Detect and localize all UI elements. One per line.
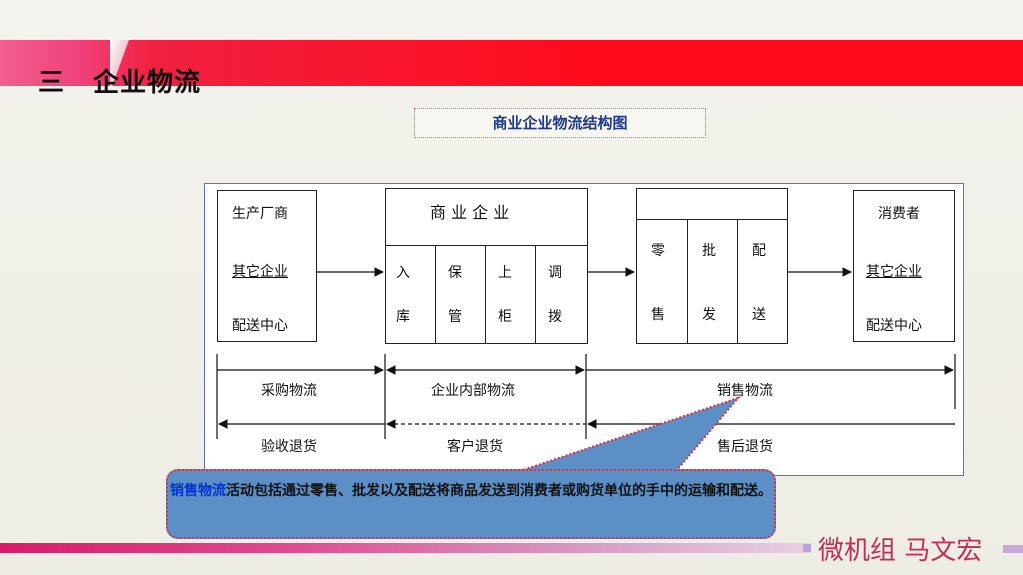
step-allocation: 调 拨 [535,246,588,344]
flow-internal-label: 企业内部物流 [431,383,515,399]
title-bar-notch [110,40,140,86]
step-inbound-line1: 入 [396,265,410,281]
business-header: 商 业 企 业 [430,203,510,222]
business-box: 商 业 企 业 入 库 保 管 上 柜 调 拨 [385,188,588,344]
step-storage-line2: 管 [448,309,462,325]
step-storage: 保 管 [435,246,486,344]
return-inspection-label: 验收退货 [261,439,317,455]
slide-title-text: 企业物流 [93,68,202,98]
callout-text: 活动包括通过零售、批发以及配送将商品发送到消费者或购货单位的手中的运输和配送。 [226,483,772,499]
step-storage-line1: 保 [448,265,462,281]
source-other-enterprise: 其它企业 [232,264,288,280]
diagram-title: 商业企业物流结构图 [414,108,706,138]
dist-delivery-line1: 配 [752,243,766,259]
diagram-connectors [216,267,956,439]
slide-title: 三企业物流 [38,62,201,99]
distribution-row: 零 售 批 发 配 送 [637,219,787,344]
dist-retail-line1: 零 [651,243,665,259]
step-allocation-line2: 拨 [548,309,562,325]
return-aftersale-label: 售后退货 [717,439,773,455]
diagram-frame: 生产厂商 其它企业 配送中心 商 业 企 业 入 库 保 管 上 柜 调 拨 [204,183,964,476]
dist-wholesale-line2: 发 [702,307,716,323]
footer-bar-end [1003,545,1023,553]
source-box: 生产厂商 其它企业 配送中心 [217,190,317,342]
source-distribution-center: 配送中心 [232,318,288,334]
step-inbound: 入 库 [386,246,435,344]
author-label: 微机组 马文宏 [818,536,983,566]
source-manufacturer: 生产厂商 [232,206,288,222]
consumer-box: 消费者 其它企业 配送中心 [853,190,955,342]
slide-number: 三 [38,68,66,98]
dist-retail: 零 售 [637,220,687,344]
footer-square [803,544,811,552]
step-allocation-line1: 调 [548,265,562,281]
footer-bar [0,543,810,553]
dist-retail-line2: 售 [651,307,665,323]
step-shelving: 上 柜 [485,246,536,344]
dist-wholesale: 批 发 [687,220,738,344]
callout-highlight: 销售物流 [170,483,226,499]
title-bar [0,40,1023,86]
step-shelving-line2: 柜 [498,309,512,325]
distribution-box: 零 售 批 发 配 送 [636,188,788,344]
consumer-consumer: 消费者 [878,206,920,222]
flow-purchase-label: 采购物流 [261,383,317,399]
flow-sales-label: 销售物流 [717,383,773,399]
callout-box: 销售物流活动包括通过零售、批发以及配送将商品发送到消费者或购货单位的手中的运输和… [166,469,776,539]
return-customer-label: 客户退货 [447,439,503,455]
step-inbound-line2: 库 [396,309,410,325]
consumer-distribution-center: 配送中心 [866,318,922,334]
consumer-other-enterprise: 其它企业 [866,264,922,280]
business-steps-row: 入 库 保 管 上 柜 调 拨 [386,245,587,344]
dist-delivery: 配 送 [737,220,788,344]
dist-wholesale-line1: 批 [702,243,716,259]
step-shelving-line1: 上 [498,265,512,281]
dist-delivery-line2: 送 [752,307,766,323]
